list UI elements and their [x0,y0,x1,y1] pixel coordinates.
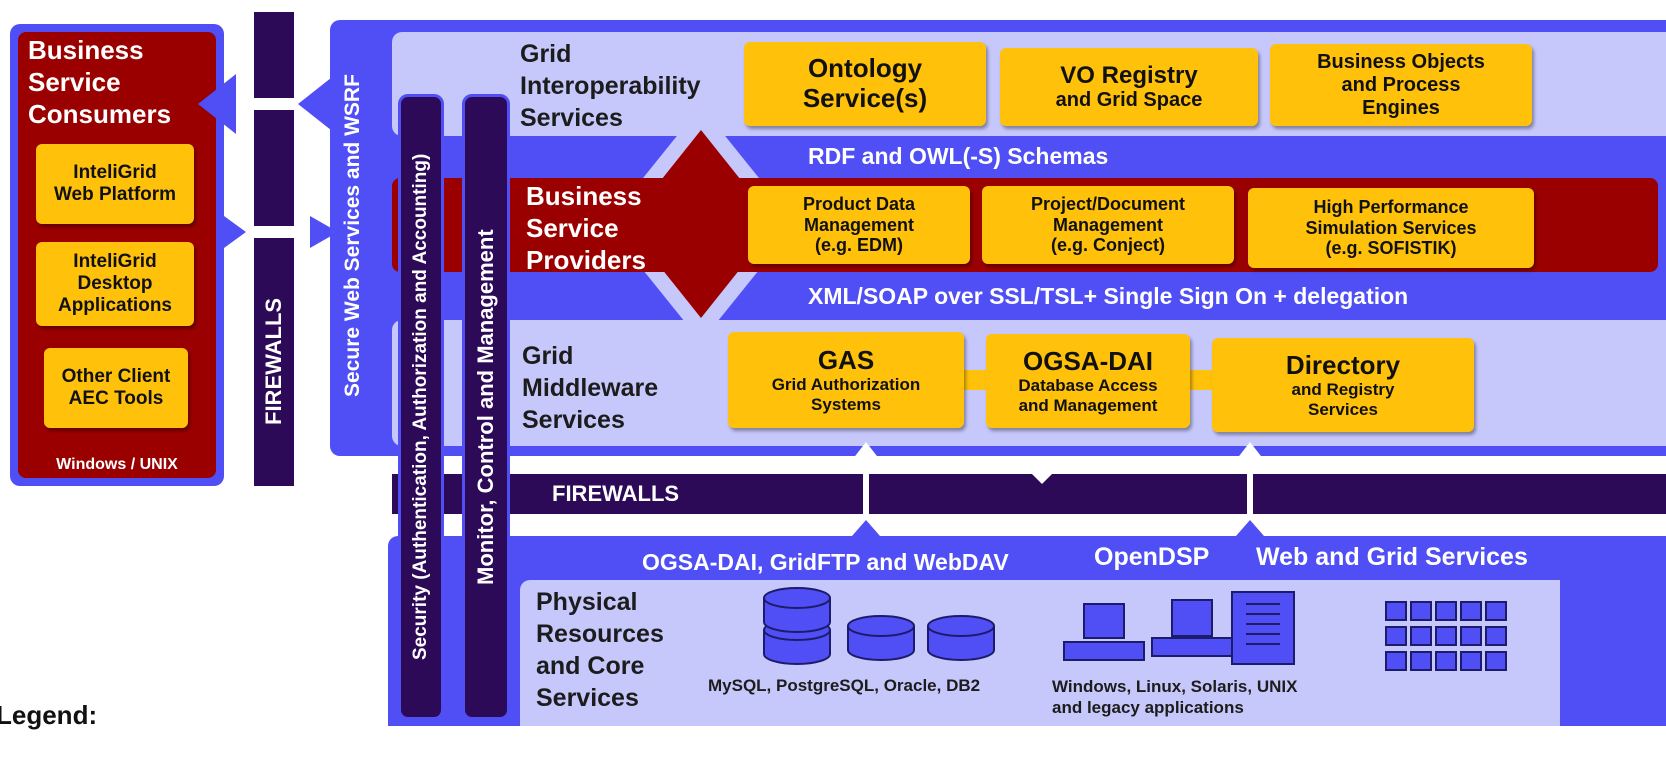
database-caption: MySQL, PostgreSQL, Oracle, DB2 [708,676,981,695]
arrow-down-ogsa [1024,466,1060,484]
firewall-vertical: FIREWALLS [254,236,294,486]
monitor-bar: Monitor, Control and Management [462,94,510,720]
opendsp-label: OpenDSP [1094,543,1210,571]
ogsa-protocols-label: OGSA-DAI, GridFTP and WebDAV [642,549,1009,575]
secure-web-services-label: Secure Web Services and WSRF [341,74,364,398]
consumers-footer: Windows / UNIX [56,456,178,473]
firewall-vertical-mid [254,108,294,226]
workstation-icon [1063,591,1295,665]
firewall-horizontal-band [392,474,1666,514]
security-bar: Security (Authentication, Authorization … [398,94,444,720]
firewall-horizontal: FIREWALLS [552,481,680,506]
interop-label: Grid Interoperability Services [520,40,701,132]
connector-arrows [198,74,346,248]
gas-box: GAS Grid Authorization Systems [728,332,964,428]
arrow-up-gas [852,442,880,460]
rdf-schemas-label: RDF and OWL(-S) Schemas [808,143,1109,169]
database-icon [763,587,995,665]
web-grid-services-label: Web and Grid Services [1256,543,1528,571]
firewall-connectors [852,442,1264,550]
arrow-left-to-firewall [298,74,336,134]
consumers-title: Business Service Consumers [28,35,172,129]
ogsa-dai-box: OGSA-DAI Database Access and Management [986,334,1190,428]
middleware-label: Grid Middleware Services [522,342,659,434]
directory-box: Directory and Registry Services [1212,338,1474,432]
providers-diamond-front [656,178,746,272]
legend-label: Legend: [0,700,98,730]
arrow-up-physical-2 [1236,520,1264,536]
grid-nodes-icon [1385,601,1507,671]
os-caption: Windows, Linux, Solaris, UNIX and legacy… [1052,677,1298,717]
arrow-left-to-consumers [198,74,236,134]
arrow-up-directory [1236,442,1264,460]
arrow-right-to-services [310,216,338,248]
physical-label: Physical Resources and Core Services [536,588,664,712]
arrow-up-physical-1 [852,520,880,536]
firewall-vertical-top [254,12,294,98]
providers-label: Business Service Providers [526,181,646,275]
arrow-right-to-firewall [224,216,246,248]
xml-soap-label: XML/SOAP over SSL/TSL+ Single Sign On + … [808,283,1409,309]
